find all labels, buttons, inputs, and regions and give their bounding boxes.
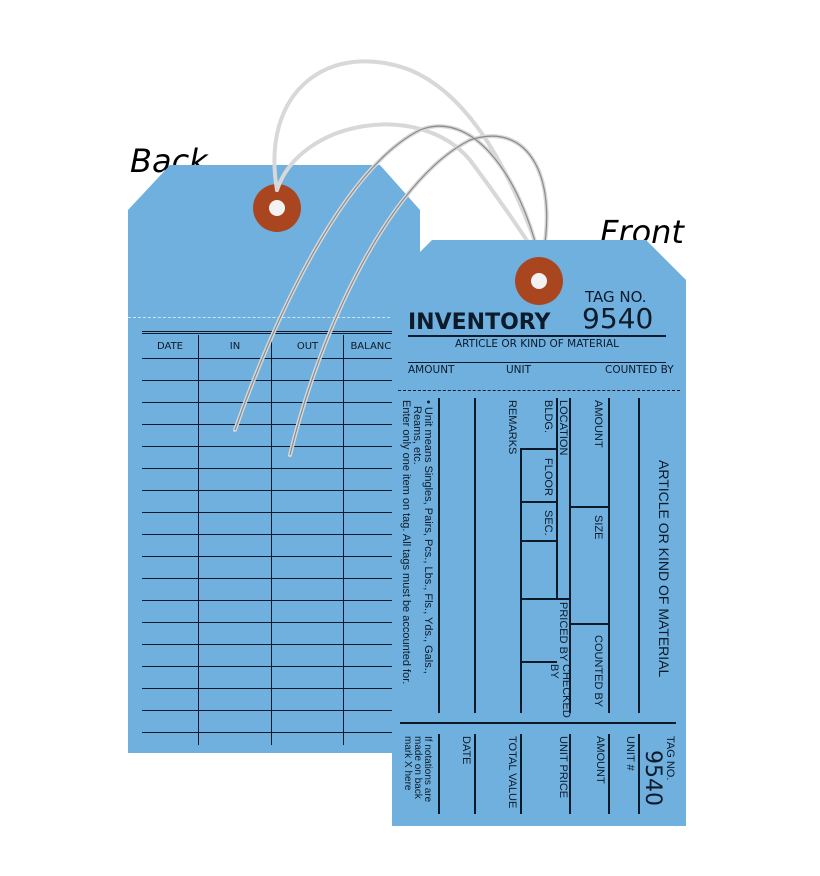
col-header-date: DATE [156,341,183,352]
stub-size: SIZE [592,515,604,540]
bottom-date: DATE [460,736,472,765]
tag-number: 9540 [582,302,654,335]
back-wire [275,122,542,262]
front-tag: TAG NO. 9540 INVENTORY ARTICLE OR KIND O… [392,240,686,826]
article-label: ARTICLE OR KIND OF MATERIAL [454,338,620,350]
col-divider [343,335,344,745]
stub-note-line1: • Unit means Singles, Pairs, Pcs., Lbs.,… [422,400,434,674]
rule [569,734,571,814]
col-header-in: IN [229,341,241,352]
bottom-unit-price: UNIT PRICE [557,736,569,799]
rule [474,734,476,814]
bottom-total-value: TOTAL VALUE [506,736,518,809]
rule [408,362,666,363]
inventory-title: INVENTORY [408,310,551,335]
rule [408,335,666,337]
rule [520,661,557,663]
rule [438,398,440,713]
stub-checked-by: CHECKED BY [548,664,572,718]
back-tag: DATE IN OUT BALANCE [128,165,420,753]
stub-remarks: REMARKS [506,400,518,455]
bottom-tag-no-label: TAG NO. [664,736,676,781]
unit-label: UNIT [506,364,532,376]
bottom-note-line1: If notations are [422,736,433,803]
rule [520,501,557,503]
rule [438,734,440,814]
stub-sec: SEC. [542,510,554,536]
stub-note-line3: Enter only one item on tag. All tags mus… [400,400,412,685]
stub-priced-by: PRICED BY [557,602,569,662]
amount-label: AMOUNT [408,364,455,376]
rule [569,506,609,508]
stub-counted-by: COUNTED BY [592,635,604,708]
stub-note-line2: Reams, etc. [411,406,423,465]
rule [638,398,640,713]
stub-location: LOCATION [557,400,569,456]
col-header-balance: BALANCE [350,341,398,352]
rule [608,734,610,814]
rule [520,734,522,814]
rule [520,448,522,713]
bottom-note-line3: mark X here [402,736,413,791]
rule [400,722,676,724]
rule [608,398,610,713]
rule [520,540,557,542]
rule [520,598,570,600]
rule [520,448,557,450]
col-header-out: OUT [296,341,319,352]
rule [638,734,640,814]
back-table [142,331,420,748]
bottom-tag-number: 9540 [640,750,665,806]
perforation-line [128,317,420,318]
stub-article: ARTICLE OR KIND OF MATERIAL [656,460,672,678]
back-wire [272,59,542,257]
rule [569,623,609,625]
tag-no-label: TAG NO. [585,288,647,306]
stub-floor: FLOOR [542,458,554,496]
counted-by-label: COUNTED BY [605,364,674,376]
bottom-note-line2: made on back [412,736,423,799]
bottom-amount: AMOUNT [594,736,606,784]
rule [569,398,571,713]
stub-bldg: BLDG. [542,400,554,434]
front-grommet [515,257,563,305]
rule [556,398,558,598]
tear-line [398,390,680,391]
col-divider [271,335,272,745]
bottom-unit-no: UNIT # [624,736,636,771]
stub-amount: AMOUNT [592,400,604,448]
rule [474,398,476,713]
col-divider [198,335,199,745]
